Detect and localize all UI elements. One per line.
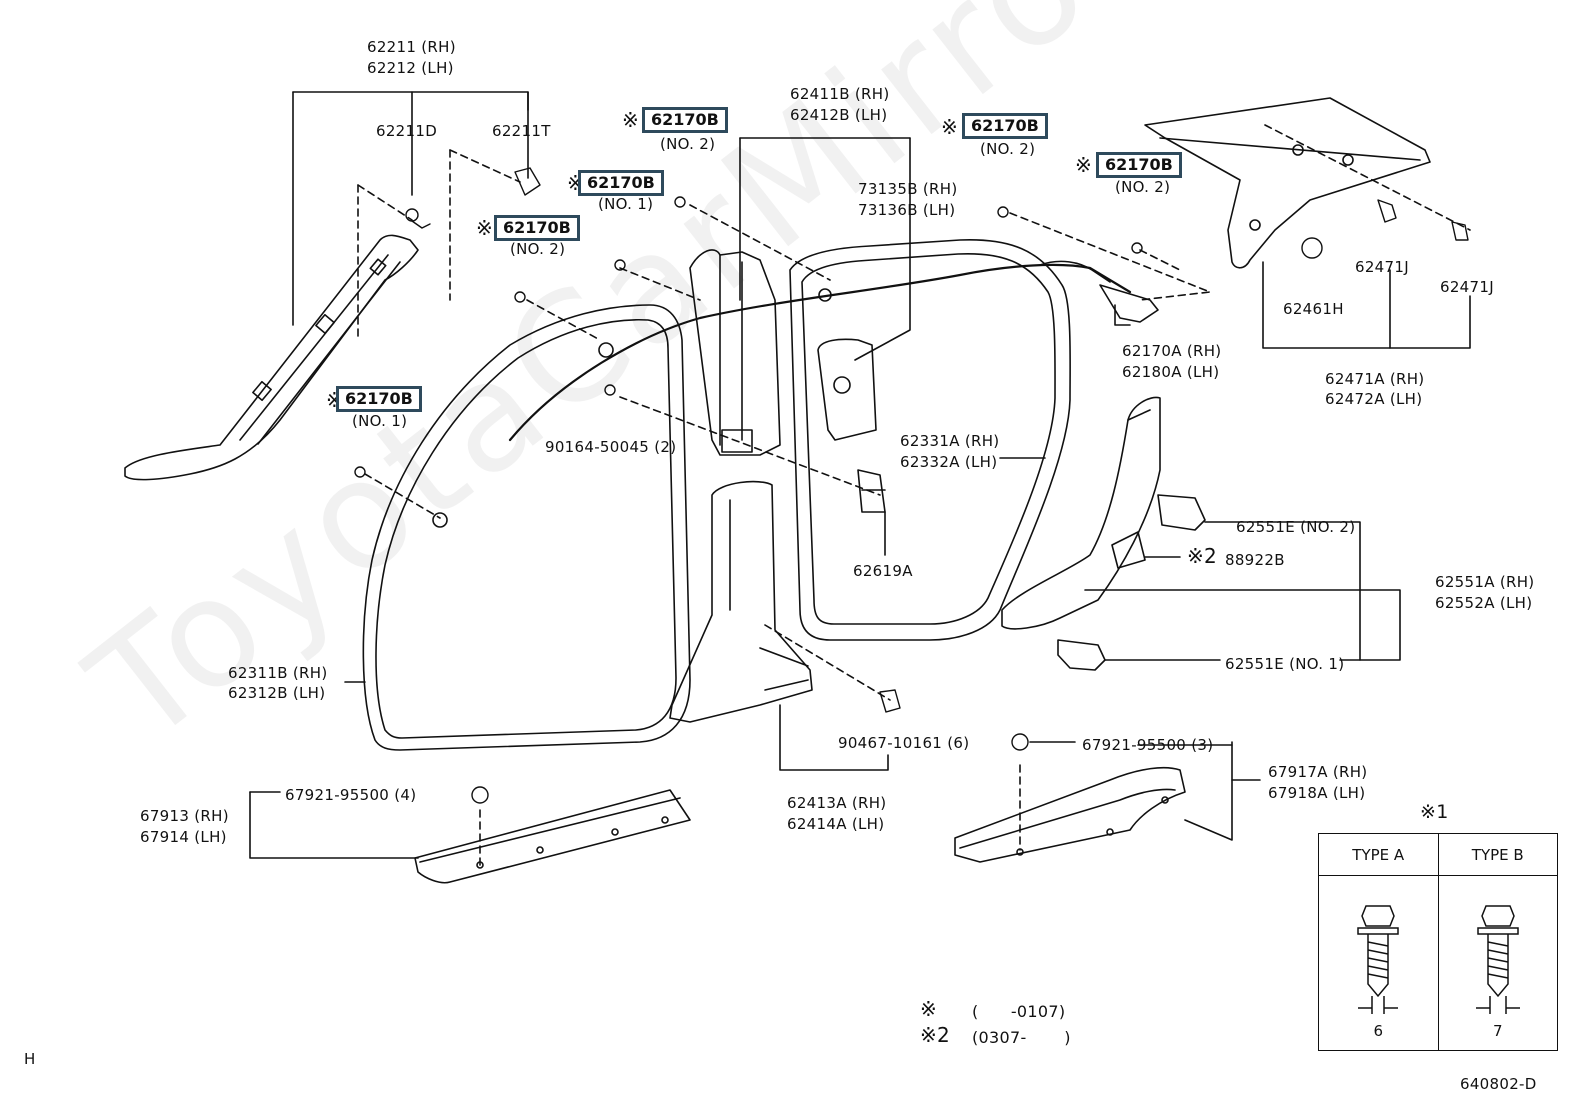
label-62414a-lh: 62414A (LH) <box>787 815 885 833</box>
fasteners <box>354 167 1469 804</box>
part-62170b-6[interactable]: 62170B <box>1096 152 1182 178</box>
label-62311b-rh: 62311B (RH) <box>228 664 328 682</box>
rear-seat-side-garnish <box>1001 396 1161 630</box>
label-no1-a: (NO. 1) <box>598 195 654 213</box>
type-b-bolt-icon <box>1475 905 1520 1014</box>
label-no2-c: (NO. 2) <box>980 140 1036 158</box>
door-opening-trim-front <box>362 304 691 751</box>
label-67913-rh: 67913 (RH) <box>140 807 229 825</box>
ref-mark-5: ※ <box>941 115 958 139</box>
center-pillar-lower-garnish <box>669 480 813 723</box>
label-67918a-lh: 67918A (LH) <box>1268 784 1366 802</box>
part-62170b-1[interactable]: 62170B <box>642 107 728 133</box>
label-62551e-no2: 62551E (NO. 2) <box>1236 518 1356 536</box>
label-62331a-rh: 62331A (RH) <box>900 432 1000 450</box>
fastener-type-table: TYPE A TYPE B 6 <box>1318 833 1558 1051</box>
label-62552a-lh: 62552A (LH) <box>1435 594 1533 612</box>
label-88922b: 88922B <box>1225 551 1285 569</box>
label-no1-b: (NO. 1) <box>352 412 408 430</box>
legend-star1-range: ( -0107) <box>972 1002 1066 1021</box>
label-90164-50045: 90164-50045 (2) <box>545 438 677 456</box>
label-no2-d: (NO. 2) <box>1115 178 1171 196</box>
package-tray-trim <box>1144 97 1431 269</box>
label-88922b-mark: ※2 <box>1187 544 1218 568</box>
type-b-header: TYPE B <box>1437 833 1558 876</box>
part-62170b-5[interactable]: 62170B <box>962 113 1048 139</box>
legend-star2-range: (0307- ) <box>972 1028 1071 1047</box>
label-62332a-lh: 62332A (LH) <box>900 453 998 471</box>
label-62411b-rh: 62411B (RH) <box>790 85 890 103</box>
diagram-code: 640802-D <box>1460 1075 1537 1093</box>
part-62170b-2[interactable]: 62170B <box>578 170 664 196</box>
label-67914-lh: 67914 (LH) <box>140 828 227 846</box>
label-62471a-rh: 62471A (RH) <box>1325 370 1425 388</box>
type-a-cell: 6 <box>1318 875 1439 1051</box>
label-73135b-rh: 73135B (RH) <box>858 180 958 198</box>
ref-mark-3: ※ <box>476 216 493 240</box>
rear-scuff-plate <box>954 766 1186 863</box>
label-62180a-lh: 62180A (LH) <box>1122 363 1220 381</box>
ref-mark-6: ※ <box>1075 153 1092 177</box>
label-62619a: 62619A <box>853 562 913 580</box>
part-62170b-3[interactable]: 62170B <box>494 215 580 241</box>
label-no2-a: (NO. 2) <box>660 135 716 153</box>
corner-code: H <box>24 1050 36 1068</box>
label-73136b-lh: 73136B (LH) <box>858 201 956 219</box>
legend-star1-mark: ※ <box>920 997 938 1021</box>
label-62170a-rh: 62170A (RH) <box>1122 342 1222 360</box>
label-67921-95500-4: 67921-95500 (4) <box>285 786 417 804</box>
label-90467-10161: 90467-10161 (6) <box>838 734 970 752</box>
label-62312b-lh: 62312B (LH) <box>228 684 326 702</box>
label-62551a-rh: 62551A (RH) <box>1435 573 1535 591</box>
label-62211t: 62211T <box>492 122 551 140</box>
label-62472a-lh: 62472A (LH) <box>1325 390 1423 408</box>
type-a-bolt-icon <box>1357 905 1399 1014</box>
door-opening-trim-rear <box>789 238 1071 641</box>
ref-mark-1: ※ <box>622 108 639 132</box>
label-62461h: 62461H <box>1283 300 1344 318</box>
part-62170b-4[interactable]: 62170B <box>336 386 422 412</box>
type-a-header: TYPE A <box>1318 833 1439 876</box>
label-67921-95500-3: 67921-95500 (3) <box>1082 736 1214 754</box>
label-67917a-rh: 67917A (RH) <box>1268 763 1368 781</box>
label-62212-lh: 62212 (LH) <box>367 59 454 77</box>
label-62413a-rh: 62413A (RH) <box>787 794 887 812</box>
type-table-mark: ※1 <box>1420 801 1449 823</box>
front-pillar-garnish <box>124 234 419 481</box>
type-b-cell: 7 <box>1437 875 1558 1051</box>
label-no2-b: (NO. 2) <box>510 240 566 258</box>
type-a-dimension: 6 <box>1373 1022 1384 1040</box>
center-pillar-upper-garnish <box>689 249 781 456</box>
legend-star2-mark: ※2 <box>920 1023 951 1047</box>
label-62471j-b: 62471J <box>1440 278 1494 296</box>
label-62551e-no1: 62551E (NO. 1) <box>1225 655 1345 673</box>
front-scuff-plate <box>414 789 691 884</box>
label-62211-rh: 62211 (RH) <box>367 38 456 56</box>
label-62471j-a: 62471J <box>1355 258 1409 276</box>
label-62211d: 62211D <box>376 122 438 140</box>
type-b-dimension: 7 <box>1492 1022 1503 1040</box>
seat-belt-cover <box>817 338 877 441</box>
label-62412b-lh: 62412B (LH) <box>790 106 888 124</box>
